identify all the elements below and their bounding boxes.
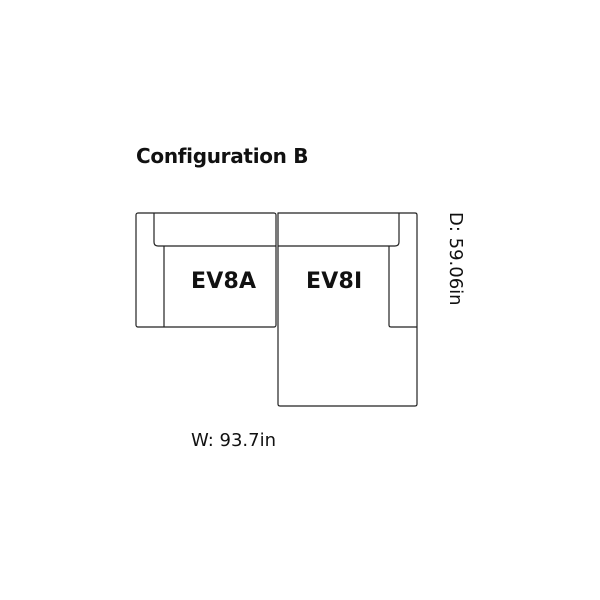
module-label-ev8i: EV8I: [306, 269, 363, 294]
ev8i-right-arm: [388, 246, 417, 328]
module-label-ev8a: EV8A: [191, 269, 257, 294]
module-ev8a-outline: [135, 212, 277, 328]
ev8a-backrest: [153, 213, 276, 247]
configuration-title: Configuration B: [136, 144, 309, 168]
depth-dimension: D: 59.06in: [445, 212, 466, 306]
ev8a-frame: [135, 212, 277, 328]
ev8i-frame: [277, 212, 418, 407]
ev8i-backrest: [278, 213, 400, 247]
width-dimension: W: 93.7in: [191, 430, 277, 451]
module-ev8i-outline: [277, 212, 418, 407]
